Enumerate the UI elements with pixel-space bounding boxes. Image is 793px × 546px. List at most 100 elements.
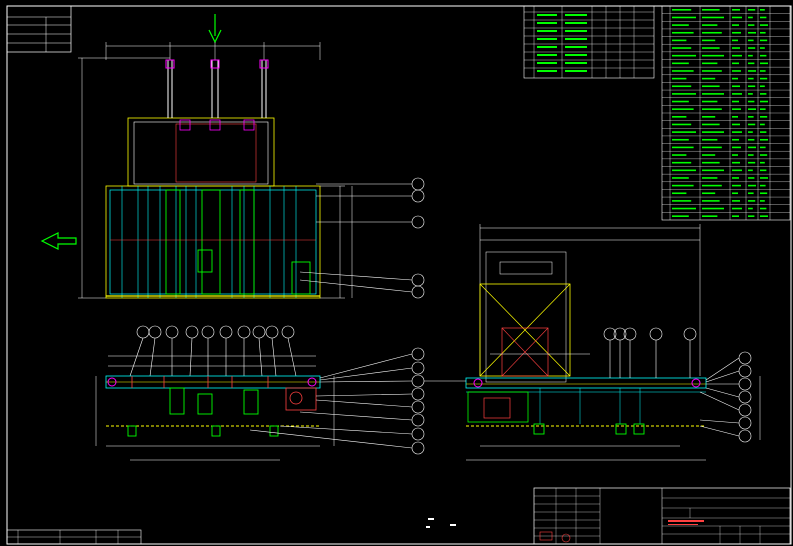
bom-cell-mark (702, 24, 718, 26)
bom-cell-mark (732, 215, 739, 217)
bom-cell-mark (748, 54, 753, 57)
bom-cell-mark (702, 177, 718, 179)
center-note (426, 518, 456, 528)
bom-cell-mark (748, 39, 754, 42)
bom-cell-mark (748, 200, 756, 202)
bom-cell-mark (732, 207, 742, 210)
bom-cell-mark (748, 146, 756, 149)
bom-cell-mark (732, 77, 738, 80)
bom-cell-mark (672, 146, 694, 149)
bom-cell-mark (760, 54, 767, 57)
bom-cell-mark (702, 62, 718, 65)
bom-cell-mark (732, 39, 738, 42)
bom-cell-mark (732, 116, 738, 118)
bom-cell-mark (760, 85, 765, 88)
bom-cell-mark (732, 123, 740, 126)
bom-cell-mark (702, 154, 716, 156)
bom-cell-mark (760, 24, 768, 26)
bom-cell-mark (748, 215, 755, 217)
bom-cell-mark (760, 116, 768, 118)
bom-cell-mark (732, 177, 739, 179)
bom-cell-mark (732, 184, 741, 187)
bom-cell-mark (748, 100, 755, 103)
bom-cell-mark (748, 93, 753, 95)
bom-cell-mark (672, 123, 692, 126)
bom-cell-mark (702, 47, 720, 49)
bom-cell-mark (732, 85, 740, 88)
bom-cell-mark (732, 93, 742, 95)
bom-cell-mark (702, 207, 724, 210)
bom-cell-mark (760, 169, 767, 172)
bom-cell-mark (760, 123, 765, 126)
bom-cell-mark (702, 215, 718, 217)
front-view (78, 42, 425, 299)
bom-cell-mark (732, 192, 738, 195)
bom-cell-mark (672, 184, 694, 187)
bom-cell-mark (672, 93, 696, 95)
flow-arrow-left-icon (40, 232, 77, 250)
elevation-view (95, 325, 466, 461)
bom-cell-mark (748, 47, 756, 49)
bom-cell-mark (760, 31, 766, 34)
sheet-border (6, 5, 792, 545)
bom-cell-mark (760, 16, 767, 19)
bom-cell-mark (732, 24, 739, 26)
side-view (465, 224, 761, 461)
bom-cell-mark (748, 177, 755, 179)
bom-cell-mark (702, 100, 718, 103)
bom-cell-mark (732, 47, 740, 49)
bom-cell-mark (702, 54, 724, 57)
bom-cell-mark (760, 177, 768, 179)
bom-cell-mark (732, 200, 740, 202)
bom-cell-mark (672, 54, 696, 57)
bom-cell-mark (702, 93, 724, 95)
bom-cell-mark (748, 169, 753, 172)
bom-cell-mark (672, 215, 689, 217)
bom-cell-mark (702, 70, 722, 72)
bom-cell-mark (702, 169, 724, 172)
bom-cell-mark (702, 123, 720, 126)
bom-cell-mark (732, 146, 741, 149)
bom-cell-mark (760, 138, 768, 141)
bom-cell-mark (748, 85, 756, 88)
bom-cell-mark (760, 161, 765, 164)
bom-cell-mark (672, 31, 694, 34)
bom-cell-mark (748, 62, 755, 65)
bom-cell-mark (672, 200, 692, 202)
flow-arrow-down-icon (208, 14, 222, 44)
bom-cell-mark (702, 146, 722, 149)
bom-cell-mark (672, 39, 687, 42)
bom-cell-mark (748, 184, 756, 187)
bom-cell-mark (732, 100, 739, 103)
bom-table-small (523, 5, 655, 79)
bom-cell-mark (672, 47, 692, 49)
bom-cell-mark (748, 154, 754, 156)
bom-cell-mark (760, 62, 768, 65)
bom-cell-mark (732, 16, 742, 19)
bom-cell-mark (672, 177, 689, 179)
bom-cell-mark (748, 207, 753, 210)
bom-cell-mark (672, 169, 696, 172)
bom-cell-mark (748, 24, 755, 26)
bom-table-large (661, 5, 791, 221)
bom-cell-mark (702, 161, 720, 164)
bom-cell-mark (732, 31, 741, 34)
bom-cell-mark (760, 200, 765, 202)
bom-cell-mark (702, 108, 722, 110)
bom-cell-mark (748, 9, 756, 11)
bom-cell-mark (760, 154, 768, 156)
bom-cell-mark (748, 31, 756, 34)
bom-cell-mark (672, 108, 694, 110)
bom-cell-mark (760, 93, 767, 95)
bom-cell-mark (732, 108, 741, 110)
bom-cell-mark (732, 138, 739, 141)
bom-cell-mark (760, 184, 766, 187)
bom-cell-mark (672, 85, 692, 88)
bom-cell-mark (702, 16, 724, 19)
bom-cell-mark (672, 24, 689, 26)
bom-cell-mark (760, 146, 766, 149)
bom-cell-mark (672, 77, 687, 80)
bom-cell-mark (702, 31, 722, 34)
bom-cell-mark (748, 123, 756, 126)
bom-cell-mark (760, 9, 765, 11)
